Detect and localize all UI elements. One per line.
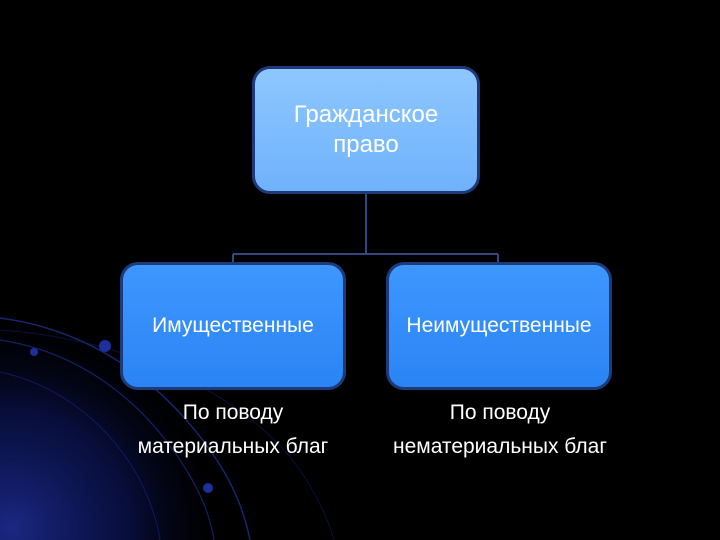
node-civil-law-label: Гражданское право <box>293 101 439 158</box>
decor-dot <box>99 340 111 352</box>
decor-dot <box>30 348 38 356</box>
decor-arc <box>0 339 215 540</box>
decor-arc <box>0 371 161 540</box>
node-property-label: Имущественные <box>152 314 314 337</box>
node-civil-law: Гражданское право <box>252 66 480 194</box>
node-non-property: Неимущественные <box>386 262 612 390</box>
decor-arc <box>0 317 251 540</box>
decor-glow <box>0 300 240 540</box>
caption-non-property: По поводу нематериальных благ <box>393 401 607 458</box>
node-property: Имущественные <box>120 262 346 390</box>
caption-property: По поводу материальных благ <box>137 401 329 458</box>
node-non-property-label: Неимущественные <box>406 314 592 337</box>
decor-dot <box>203 483 213 493</box>
decor-arc <box>0 329 335 540</box>
